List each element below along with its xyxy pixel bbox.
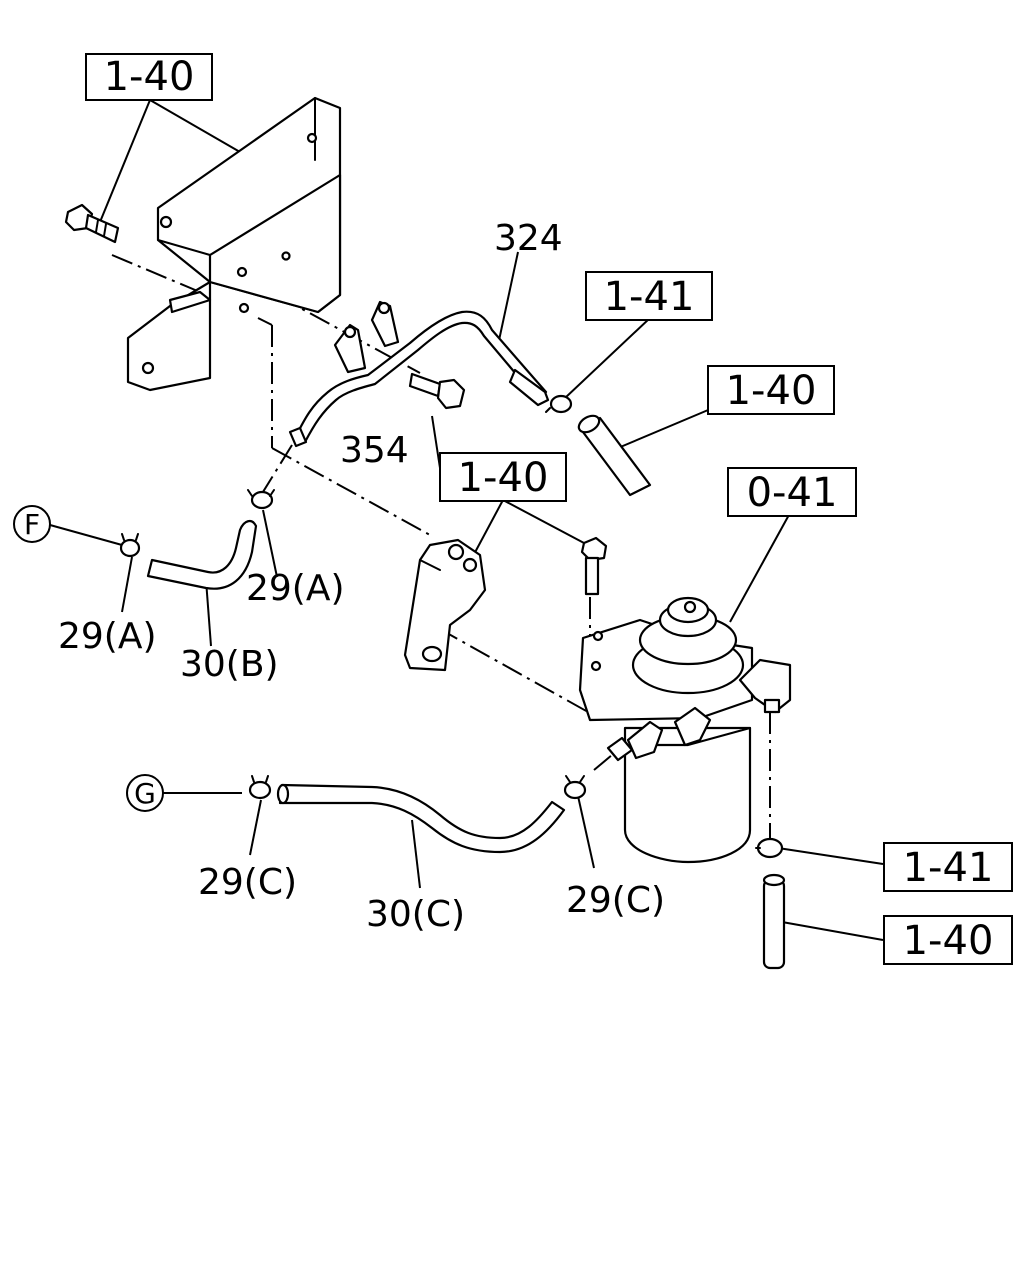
- ref-box-lower-right-clip: 1-41: [883, 842, 1013, 892]
- hose-30c: [276, 783, 566, 854]
- filter-bracket: [403, 538, 487, 672]
- ref-label: 1-40: [726, 368, 817, 414]
- ref-label: 1-40: [458, 455, 549, 501]
- bolt-354: [408, 372, 466, 410]
- clip-29a-left: [119, 533, 141, 558]
- ref-box-filter-assembly: 0-41: [727, 467, 857, 517]
- filter-assembly: [578, 596, 792, 864]
- connector-g-label: G: [134, 777, 156, 810]
- label-29c-right: 29(C): [566, 880, 665, 921]
- filter-bolt: [580, 536, 608, 596]
- hose-30b: [146, 520, 258, 590]
- lower-short-hose: [762, 873, 786, 970]
- ref-label: 1-41: [903, 845, 994, 891]
- clip-29c-right: [563, 775, 587, 800]
- label-324: 324: [494, 218, 563, 259]
- label-354: 354: [340, 430, 409, 471]
- lower-clip: [755, 837, 784, 859]
- connector-f: F: [13, 505, 51, 543]
- ref-label: 1-40: [903, 918, 994, 964]
- connector-g: G: [126, 774, 164, 812]
- ref-label: 1-40: [104, 54, 195, 100]
- ref-box-upper-right-clip: 1-41: [585, 271, 713, 321]
- connector-f-label: F: [24, 508, 40, 541]
- ref-box-bracket-bolt: 1-40: [439, 452, 567, 502]
- ref-label: 0-41: [747, 470, 838, 516]
- ref-box-lower-right-hose: 1-40: [883, 915, 1013, 965]
- clip-29c-left: [248, 775, 272, 800]
- leader-lines: [49, 99, 884, 941]
- label-29a-left: 29(A): [58, 616, 157, 657]
- label-29c-left: 29(C): [198, 862, 297, 903]
- upper-clip: [545, 394, 573, 414]
- fuel-pipe: [288, 300, 550, 448]
- mounting-bracket: [126, 96, 342, 392]
- ref-label: 1-41: [604, 274, 695, 320]
- label-30c: 30(C): [366, 894, 465, 935]
- clip-29a-upper: [247, 489, 275, 510]
- label-30b: 30(B): [180, 644, 279, 685]
- ref-box-upper-right-hose: 1-40: [707, 365, 835, 415]
- bolt-top-left: [64, 203, 120, 244]
- upper-short-hose: [577, 414, 652, 497]
- ref-box-top-left: 1-40: [85, 53, 213, 101]
- label-29a-upper: 29(A): [246, 568, 345, 609]
